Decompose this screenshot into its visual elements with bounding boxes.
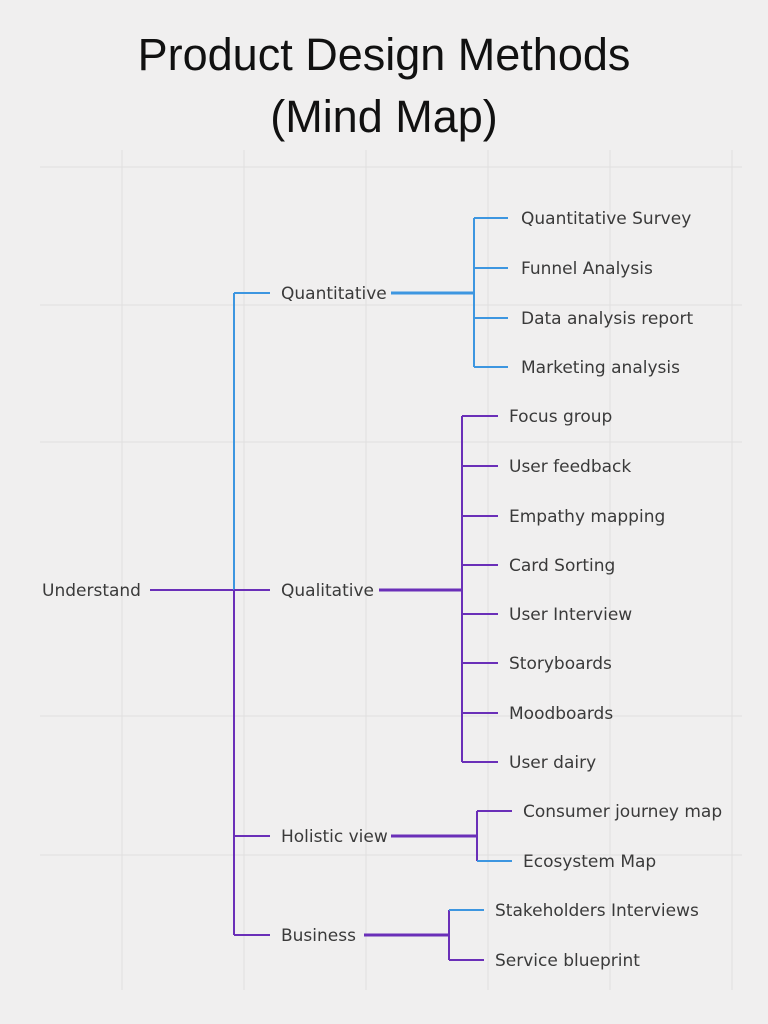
leaf-label-consumer-journey-map: Consumer journey map [523,802,722,822]
leaf-label-ecosystem-map: Ecosystem Map [523,852,656,872]
leaf-label-moodboards: Moodboards [509,704,613,724]
leaf-label-user-dairy: User dairy [509,753,596,773]
leaf-label-user-interview: User Interview [509,605,632,625]
diagram-title-line-1: Product Design Methods [137,29,631,80]
leaf-label-service-blueprint: Service blueprint [495,951,640,971]
mind-map-connectors [150,217,512,961]
branch-label-quantitative: Quantitative [281,284,387,304]
leaf-label-storyboards: Storyboards [509,654,612,674]
mind-map-labels: Understand Quantitative Quantitative Surv… [42,209,722,971]
root-node-label: Understand [42,581,141,601]
leaf-label-card-sorting: Card Sorting [509,556,615,576]
leaf-label-focus-group: Focus group [509,407,612,427]
leaf-label-data-analysis-report: Data analysis report [521,309,693,329]
branch-label-business: Business [281,926,356,946]
leaf-label-stakeholders-interviews: Stakeholders Interviews [495,901,699,921]
leaf-label-quantitative-survey: Quantitative Survey [521,209,691,229]
branch-label-holistic-view: Holistic view [281,827,388,847]
branch-label-qualitative: Qualitative [281,581,374,601]
leaf-label-funnel-analysis: Funnel Analysis [521,259,653,279]
leaf-label-user-feedback: User feedback [509,457,631,477]
leaf-label-marketing-analysis: Marketing analysis [521,358,680,378]
background-grid [40,150,742,990]
diagram-title-line-2: (Mind Map) [270,91,498,142]
leaf-label-empathy-mapping: Empathy mapping [509,507,665,527]
